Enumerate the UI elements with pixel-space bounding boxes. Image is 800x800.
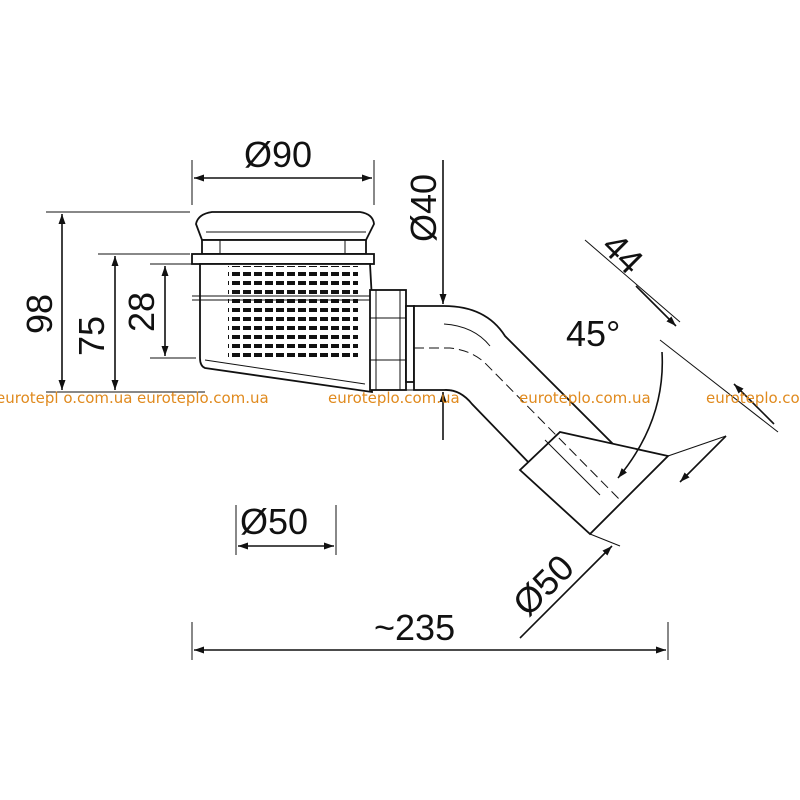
- outlet-ring: [405, 305, 415, 383]
- dim-d40: Ø40: [403, 174, 444, 242]
- dim-angle-45: 45°: [566, 313, 620, 354]
- watermark-text: euroteplo.com.ua: [328, 389, 460, 407]
- dim-d50-left: Ø50: [240, 501, 308, 542]
- dim-length-235: ~235: [374, 607, 455, 648]
- dim-44: 44: [594, 225, 651, 282]
- watermark-text: euroteplo.com.ua: [706, 389, 800, 407]
- cover-cap: [195, 211, 375, 241]
- dim-28: 28: [121, 292, 162, 332]
- cover-collar: [201, 239, 367, 255]
- grate-pattern: [228, 266, 358, 358]
- watermark-text: euroteplo.com.ua: [137, 389, 269, 407]
- dim-d50-diagonal: Ø50: [505, 547, 582, 624]
- watermark-text: euroteplo.com.ua: [519, 389, 651, 407]
- watermark-text: eurotepl o.com.ua: [0, 389, 133, 407]
- dim-75: 75: [71, 316, 112, 356]
- pipe-centerline: [414, 347, 621, 501]
- dim-d90: Ø90: [244, 134, 312, 175]
- drain-body: [191, 211, 670, 536]
- outlet-nut: [369, 289, 407, 391]
- watermark-row: eurotepl o.com.ua euroteplo.com.ua eurot…: [0, 389, 800, 407]
- dim-98: 98: [19, 294, 60, 334]
- dimension-lines: [46, 160, 779, 660]
- drain-flange: [191, 253, 375, 265]
